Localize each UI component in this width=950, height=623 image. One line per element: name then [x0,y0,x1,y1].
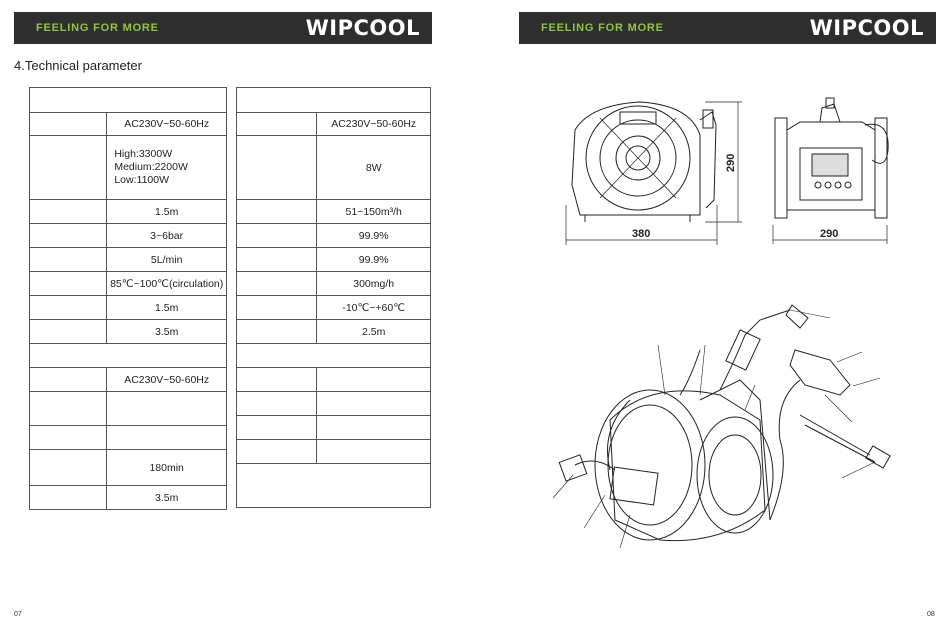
table-row [235,367,431,392]
table-row: 180min [28,449,227,486]
front-view-drawing [571,101,717,222]
table-row: 99.9% [235,223,431,248]
tagline: FEELING FOR MORE [36,22,159,34]
dimension-width: 380 [632,228,650,240]
isometric-view-drawing [558,304,891,542]
table-row: 2.5m [235,319,431,344]
table-cell: 3~6bar [106,223,227,248]
brand-logo: WIPCOOL [305,16,420,40]
table-cell: 3.5m [106,485,227,510]
table-row [236,463,431,508]
table-cell: -10℃~+60℃ [316,295,431,320]
table-cell: AC230V~50-60Hz [106,367,227,392]
table-row: 99.9% [235,247,431,272]
tagline: FEELING FOR MORE [541,22,664,34]
spec-table-right: AC230V~50-60Hz 8W 51~150m³/h 99.9% 99.9%… [235,87,431,508]
table-cell: 99.9% [316,247,431,272]
table-cell: 8W [316,135,431,200]
leader-lines [552,309,881,549]
table-cell: 85℃~100℃(circulation) [106,271,227,296]
table-row [28,391,227,426]
side-view-drawing [774,97,889,219]
table-row: AC230V~50-60Hz [235,112,431,136]
table-cell: 180min [106,449,227,486]
table-row [235,415,431,440]
table-cell: 99.9% [316,223,431,248]
spec-table-left: AC230V~50-60Hz High:3300W Medium:2200W L… [28,87,227,510]
table-row: 3.5m [28,319,227,344]
brand-logo: WIPCOOL [809,16,924,40]
table-row: High:3300W Medium:2200W Low:1100W [28,135,227,200]
header-bar-left: FEELING FOR MORE WIPCOOL [14,12,432,44]
page-number-right: 08 [927,611,935,618]
table-row: AC230V~50-60Hz [28,112,227,136]
page-number-left: 07 [14,611,22,618]
table-row: 3~6bar [28,223,227,248]
table-cell: AC230V~50-60Hz [316,112,431,136]
dimension-depth: 290 [820,228,838,240]
table-cell: High:3300W Medium:2200W Low:1100W [106,135,227,200]
table-row: AC230V~50-60Hz [28,367,227,392]
section-title: 4.Technical parameter [14,58,142,73]
table-cell: 300mg/h [316,271,431,296]
table-row: 85℃~100℃(circulation) [28,271,227,296]
table-row [29,87,227,113]
table-row [235,439,431,464]
dimension-height: 290 [725,154,737,172]
header-bar-right: FEELING FOR MORE WIPCOOL [519,12,936,44]
table-row: 3.5m [28,485,227,510]
